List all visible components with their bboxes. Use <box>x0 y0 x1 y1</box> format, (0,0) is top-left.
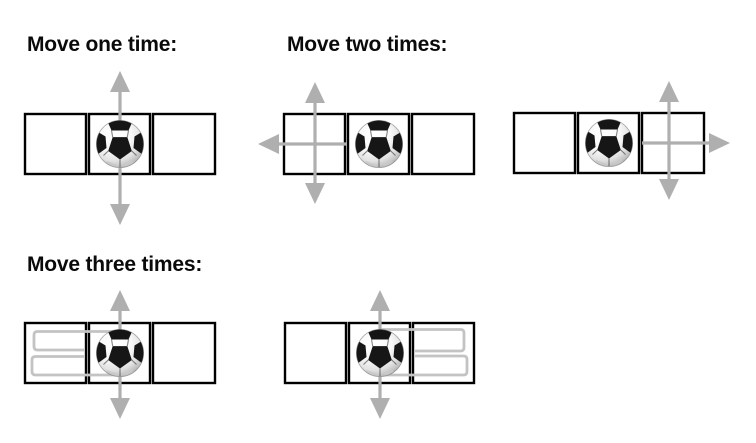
arrow-down-icon <box>110 398 130 419</box>
arrow-up-icon <box>110 71 130 92</box>
route-path-upper-bracket <box>32 330 118 352</box>
arrow-left-group <box>258 134 347 154</box>
double-arrow-vertical <box>659 81 679 200</box>
arrow-right-icon <box>709 133 730 153</box>
route-path-upper-bracket <box>381 328 466 353</box>
grid-cell-left <box>283 321 348 385</box>
grid-cell-left <box>512 111 577 175</box>
section-title-move-two-times: Move two times: <box>287 33 448 56</box>
section-title-move-three-times: Move three times: <box>27 253 203 276</box>
arrow-down-icon <box>305 183 325 204</box>
grid-cell-left <box>23 112 88 176</box>
figure-move-one-time <box>23 71 217 225</box>
arrow-down-icon <box>110 204 130 225</box>
figure-move-two-times-left <box>258 82 476 204</box>
route-path-lower-bracket <box>30 355 119 377</box>
figure-move-three-times-left <box>23 290 217 419</box>
section-title-move-one-time: Move one time: <box>27 33 178 56</box>
arrow-up-icon <box>370 290 390 311</box>
grid-cell-right <box>151 321 217 385</box>
arrow-left-icon <box>258 134 279 154</box>
serpentine-route-right <box>381 328 469 377</box>
route-path-lower-bracket <box>381 354 469 377</box>
arrow-down-icon <box>659 179 679 200</box>
figure-move-three-times-right <box>283 290 476 419</box>
arrow-up-icon <box>659 81 679 102</box>
grid-cell-right <box>151 112 217 176</box>
arrow-right-group <box>642 133 730 153</box>
arrow-up-icon <box>305 82 325 103</box>
arrow-down-icon <box>370 398 390 419</box>
figure-move-two-times-right <box>512 81 730 200</box>
arrow-up-icon <box>110 290 130 311</box>
grid-cell-right <box>410 112 476 176</box>
serpentine-route-left <box>30 330 119 377</box>
